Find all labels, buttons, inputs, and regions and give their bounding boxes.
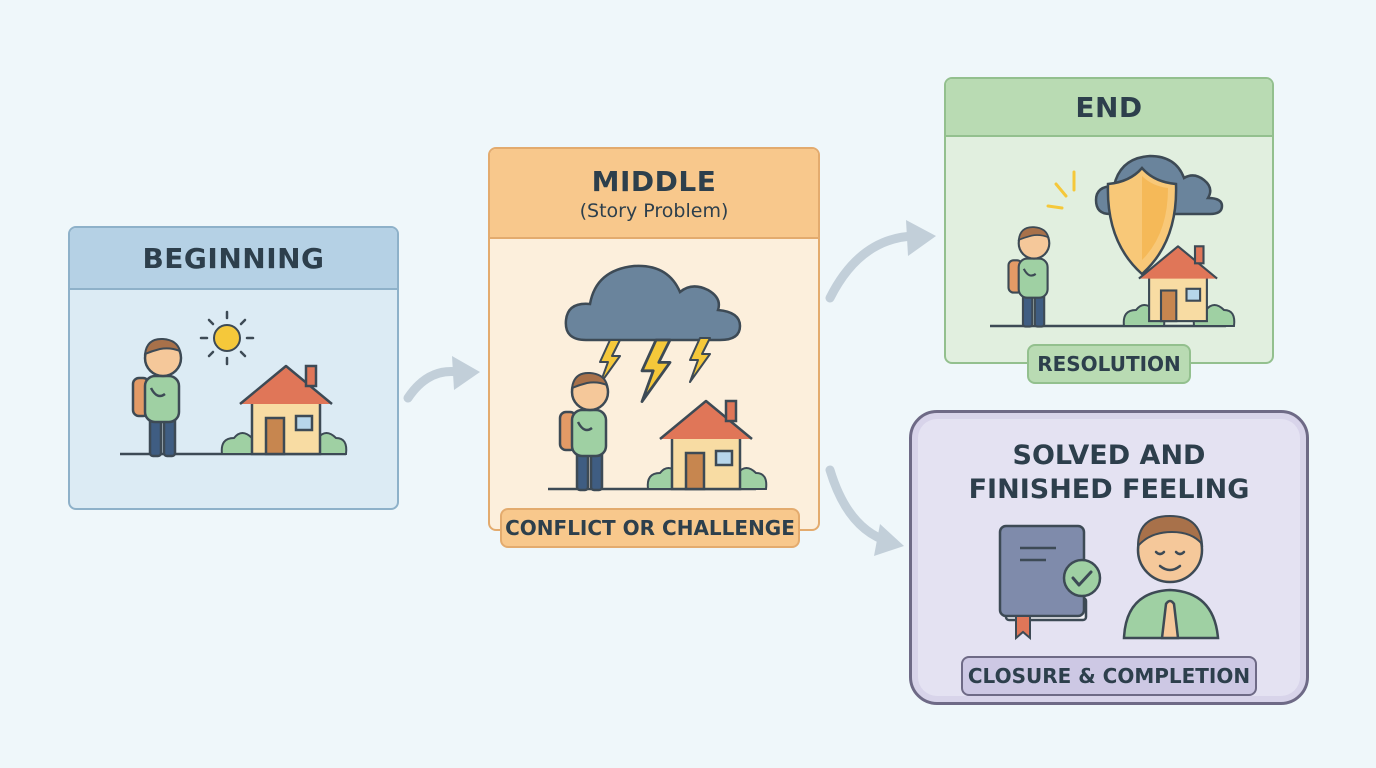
beginning-panel: BEGINNING: [68, 226, 399, 510]
closure-tag: CLOSURE & COMPLETION: [961, 656, 1257, 696]
middle-title: MIDDLE: [591, 164, 717, 198]
beginning-title: BEGINNING: [142, 241, 325, 275]
lightning-icon: [689, 337, 711, 383]
arrow-icon: [825, 465, 904, 556]
solved-title-line2: FINISHED FEELING: [968, 474, 1250, 505]
lightning-icon: [640, 338, 672, 403]
end-panel: END: [944, 77, 1274, 364]
middle-header: MIDDLE (Story Problem): [490, 149, 818, 239]
book-icon: [998, 524, 1088, 641]
sun-icon: [199, 310, 255, 366]
middle-subtitle: (Story Problem): [579, 199, 729, 222]
conflict-tag: CONFLICT OR CHALLENGE: [500, 508, 800, 548]
child-icon: [1007, 226, 1051, 328]
end-title: END: [1075, 90, 1143, 124]
arrow-icon: [403, 356, 480, 403]
storm-cloud-icon: [564, 264, 742, 342]
child-icon: [131, 337, 183, 458]
solved-title-line1: SOLVED AND: [1012, 440, 1206, 471]
beginning-header: BEGINNING: [70, 228, 397, 290]
glow-icon: [1046, 170, 1076, 210]
house-icon: [238, 364, 334, 456]
middle-panel: MIDDLE (Story Problem): [488, 147, 820, 531]
shield-icon: [1106, 166, 1178, 276]
solved-title: SOLVED AND FINISHED FEELING: [912, 439, 1306, 507]
child-icon: [558, 371, 610, 492]
calm-person-icon: [1122, 514, 1220, 640]
resolution-tag: RESOLUTION: [1027, 344, 1191, 384]
solved-panel: SOLVED AND FINISHED FEELING: [909, 410, 1309, 705]
arrow-icon: [825, 220, 936, 303]
house-icon: [658, 399, 754, 491]
check-icon: [1062, 558, 1102, 598]
end-header: END: [946, 79, 1272, 137]
